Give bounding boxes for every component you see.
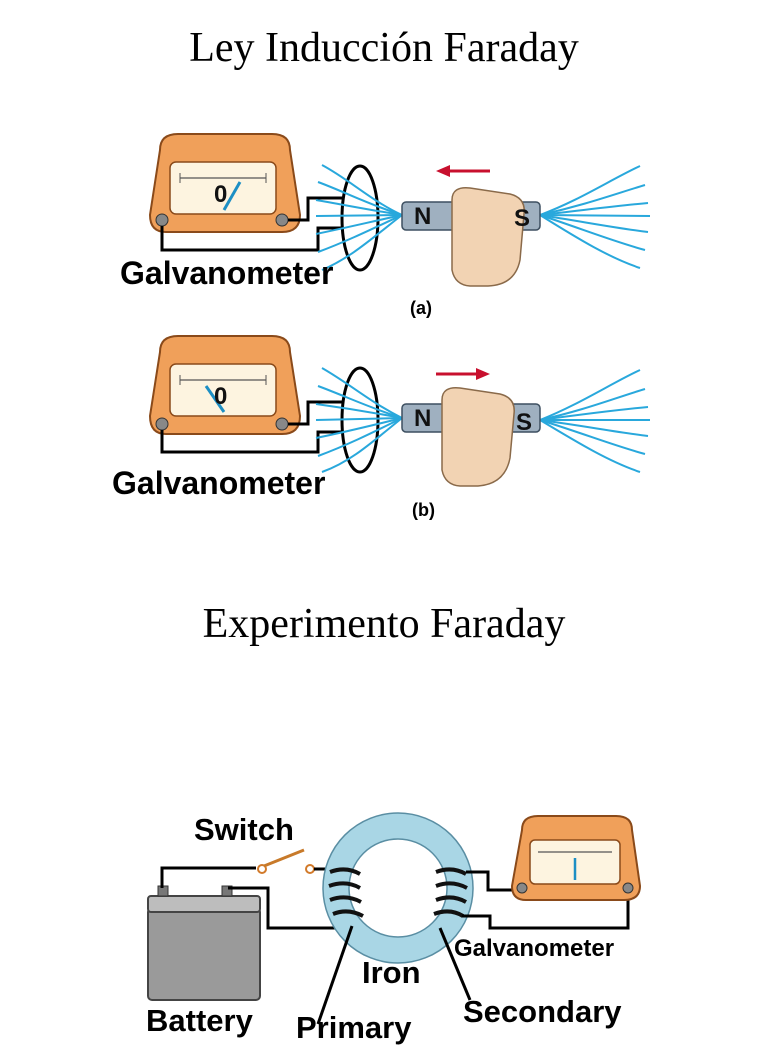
secondary-coil — [433, 867, 468, 918]
caption-b: (b) — [412, 500, 435, 520]
north-pole-a: N — [414, 203, 432, 230]
needle-b — [204, 385, 226, 413]
needle-a — [222, 181, 242, 211]
field-lines-a-left — [315, 164, 403, 271]
motion-arrow-b — [436, 368, 490, 380]
motion-arrow-a — [436, 165, 490, 177]
primary-label: Primary — [296, 1010, 412, 1045]
panel-b-diagram — [148, 335, 650, 487]
galvanometer-label-experiment: Galvanometer — [454, 935, 615, 962]
south-pole-b: S — [516, 409, 533, 436]
iron-core — [323, 813, 473, 963]
galvanometer-experiment — [510, 815, 642, 901]
north-pole-b: N — [414, 405, 432, 432]
coil-loop-a — [340, 164, 380, 272]
caption-a: (a) — [410, 298, 432, 318]
hand-a — [451, 187, 525, 287]
galvanometer-b — [148, 335, 302, 435]
panel-a-diagram — [148, 133, 651, 287]
hand-b — [441, 387, 515, 487]
switch-terminal-left — [257, 864, 267, 874]
switch-lever[interactable] — [263, 848, 305, 868]
switch-terminal-right — [305, 864, 315, 874]
iron-label: Iron — [362, 955, 421, 990]
galvanometer-label-b: Galvanometer — [112, 465, 326, 501]
field-lines-b-left — [315, 367, 403, 473]
switch-label: Switch — [194, 812, 294, 847]
battery — [147, 885, 261, 1001]
galvanometer-label-a: Galvanometer — [120, 255, 334, 291]
section-title: Experimento Faraday — [202, 601, 566, 647]
meter-reading-a: 0 — [214, 181, 228, 208]
experiment-diagram — [147, 812, 642, 1025]
secondary-label: Secondary — [463, 994, 622, 1029]
page-title: Ley Inducción Faraday — [189, 25, 579, 71]
primary-coil — [328, 867, 364, 918]
galvanometer-a — [148, 133, 302, 233]
field-lines-b-right — [539, 369, 650, 473]
meter-reading-b: 0 — [214, 383, 228, 410]
battery-label: Battery — [146, 1003, 253, 1038]
south-pole-a: S — [514, 205, 531, 232]
field-lines-a-right — [539, 165, 651, 269]
